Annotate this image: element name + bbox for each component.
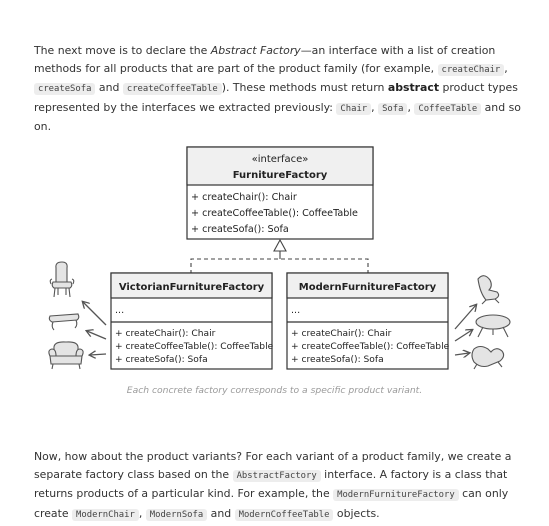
modern-chair-icon xyxy=(477,275,500,305)
intro-text: The next move is to declare the xyxy=(34,43,211,57)
intro-text: and so on. xyxy=(34,100,521,133)
abstract-factory-term: Abstract Factory xyxy=(210,43,301,57)
modern-coffee-table-icon xyxy=(475,314,511,338)
code-modern-sofa: ModernSofa xyxy=(145,508,208,521)
arrow-to-victorian-table xyxy=(87,331,107,340)
modern-method: + createSofa(): Sofa xyxy=(291,355,384,365)
code-abstract-factory: AbstractFactory xyxy=(232,470,321,483)
victorian-chair-icon xyxy=(49,261,75,298)
victorian-factory-name: VictorianFurnitureFactory xyxy=(119,282,265,293)
intro-text: , xyxy=(371,100,379,114)
modern-product-arrows xyxy=(454,305,476,355)
modern-method: + createCoffeeTable(): CoffeeTable xyxy=(291,342,450,352)
victorian-method: + createChair(): Chair xyxy=(115,329,216,339)
arrow-to-modern-table xyxy=(454,330,472,342)
modern-fields: ... xyxy=(291,305,300,316)
outro-text: can only create xyxy=(34,487,509,520)
abstract-emphasis: abstract xyxy=(387,81,440,95)
intro-text: product types represented by the interfa… xyxy=(34,81,518,114)
code-modern-chair: ModernChair xyxy=(72,508,139,521)
intro-text: , xyxy=(504,62,508,76)
modern-factory-name: ModernFurnitureFactory xyxy=(299,282,437,293)
code-create-sofa: createSofa xyxy=(34,83,96,96)
outro-text: and xyxy=(207,506,235,520)
inheritance-triangle xyxy=(273,238,287,252)
interface-method: + createSofa(): Sofa xyxy=(191,224,289,235)
victorian-sofa-icon xyxy=(48,341,84,370)
code-create-coffee-table: createCoffeeTable xyxy=(122,83,222,96)
outro-text: interface. A factory is a class that ret… xyxy=(34,468,508,501)
code-coffee-table: CoffeeTable xyxy=(414,102,482,115)
victorian-factory-box: VictorianFurnitureFactory ... + createCh… xyxy=(110,272,274,370)
victorian-method: + createCoffeeTable(): CoffeeTable xyxy=(115,342,274,352)
code-modern-furniture-factory: ModernFurnitureFactory xyxy=(333,489,459,502)
code-create-chair: createChair xyxy=(437,64,505,77)
intro-text: , xyxy=(407,100,415,114)
arrow-to-victorian-chair xyxy=(83,302,107,326)
arrow-to-victorian-sofa xyxy=(90,354,107,355)
outro-text: Now, how about the product variants? For… xyxy=(34,449,512,482)
outro-text: objects. xyxy=(333,506,380,520)
victorian-coffee-table-icon xyxy=(48,313,80,331)
code-sofa: Sofa xyxy=(378,102,408,115)
interface-stereotype: «interface» xyxy=(252,154,309,165)
intro-text: ). These methods must return xyxy=(221,81,388,95)
interface-name: FurnitureFactory xyxy=(233,170,328,181)
interface-method: + createCoffeeTable(): CoffeeTable xyxy=(191,208,358,219)
uml-diagram: «interface» FurnitureFactory + createCha… xyxy=(48,146,511,370)
arrow-to-modern-chair xyxy=(454,305,476,330)
arrow-to-modern-sofa xyxy=(454,353,469,355)
interface-method: + createChair(): Chair xyxy=(191,192,297,203)
modern-sofa-icon xyxy=(471,345,505,370)
code-chair: Chair xyxy=(336,102,372,115)
intro-paragraph: The next move is to declare the Abstract… xyxy=(34,42,524,136)
victorian-product-arrows xyxy=(83,302,107,355)
victorian-method: + createSofa(): Sofa xyxy=(115,355,208,365)
diagram-caption: Each concrete factory corresponds to a s… xyxy=(126,385,423,396)
modern-method: + createChair(): Chair xyxy=(291,329,392,339)
victorian-fields: ... xyxy=(115,305,124,316)
intro-text: and xyxy=(95,81,123,95)
code-modern-coffee-table: ModernCoffeeTable xyxy=(234,508,334,521)
realization-connectors xyxy=(190,238,369,274)
outro-paragraph: Now, how about the product variants? For… xyxy=(34,448,524,524)
intro-text: —an interface with a list of creation me… xyxy=(34,43,496,76)
realization-line xyxy=(190,258,369,274)
modern-factory-box: ModernFurnitureFactory ... + createChair… xyxy=(286,272,450,370)
outro-text: , xyxy=(138,506,146,520)
furniture-factory-interface-box: «interface» FurnitureFactory + createCha… xyxy=(186,146,374,240)
